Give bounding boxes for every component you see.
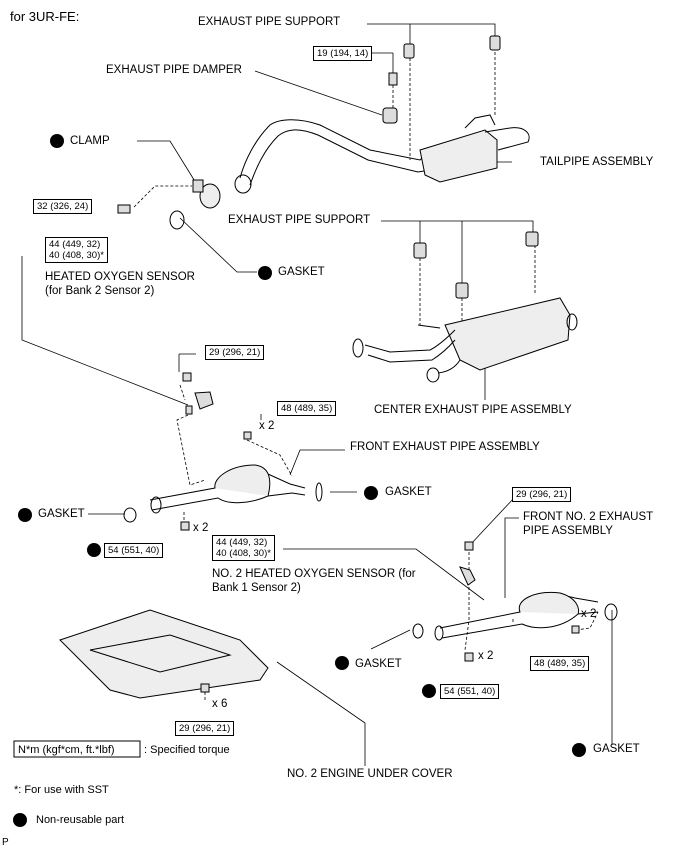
label-exhaust-pipe-support-2: EXHAUST PIPE SUPPORT (228, 214, 371, 226)
engine-label: for 3UR-FE: (10, 9, 80, 24)
label-clamp: CLAMP (70, 135, 110, 147)
multiplier-5: x 6 (212, 698, 228, 710)
label-heated-o2-sensor-1: HEATED OXYGEN SENSOR (45, 271, 195, 283)
label-gasket-upper: GASKET (278, 266, 325, 278)
label-front-no2-1: FRONT NO. 2 EXHAUST (523, 511, 654, 523)
non-reusable-marker (364, 486, 378, 500)
label-no2-o2-sensor-1: NO. 2 HEATED OXYGEN SENSOR (for (212, 568, 416, 580)
torque-32: 32 (326, 24) (33, 199, 93, 214)
torque-44-a-line1: 44 (449, 32) (49, 239, 101, 250)
legend-non-reusable-text: Non-reusable part (36, 814, 125, 826)
multiplier-1: x 2 (259, 420, 275, 432)
non-reusable-marker (422, 684, 436, 698)
label-gasket-mid-left: GASKET (38, 508, 85, 520)
label-no2-o2-sensor-2: Bank 1 Sensor 2) (212, 582, 301, 594)
label-heated-o2-sensor-2: (for Bank 2 Sensor 2) (45, 285, 155, 297)
torque-54-a: 54 (551, 40) (104, 543, 164, 558)
torque-48-b: 48 (489, 35) (530, 656, 590, 671)
label-gasket-lower-right: GASKET (593, 743, 640, 755)
torque-44-a-line2: 40 (408, 30)* (49, 250, 104, 261)
torque-44-b: 44 (449, 32) 40 (408, 30)* (212, 535, 275, 561)
torque-48-a: 48 (489, 35) (277, 401, 337, 416)
label-tailpipe-assembly: TAILPIPE ASSEMBLY (540, 156, 654, 168)
label-gasket-mid-right: GASKET (385, 486, 432, 498)
center-pipe-shape (352, 231, 578, 383)
label-exhaust-pipe-damper: EXHAUST PIPE DAMPER (106, 64, 242, 76)
label-front-exhaust-pipe: FRONT EXHAUST PIPE ASSEMBLY (350, 441, 540, 453)
label-gasket-lower-left: GASKET (355, 658, 402, 670)
legend-non-reusable-dot (13, 813, 27, 827)
legend-unit-desc: : Specified torque (144, 744, 230, 756)
clamp-gasket-shapes (117, 179, 221, 230)
torque-29-a: 29 (296, 21) (205, 345, 265, 360)
legend-sst-note: *: For use with SST (14, 784, 109, 796)
label-center-exhaust-pipe: CENTER EXHAUST PIPE ASSEMBLY (374, 404, 572, 416)
non-reusable-marker (572, 743, 586, 757)
leader-support-top (367, 23, 496, 38)
torque-29-b: 29 (296, 21) (512, 487, 572, 502)
non-reusable-marker (87, 543, 101, 557)
front-pipe-shape (123, 372, 323, 531)
label-front-no2-2: PIPE ASSEMBLY (523, 525, 613, 537)
front-no2-pipe-shape (412, 541, 618, 662)
leader-support-mid (381, 220, 534, 232)
torque-29-c: 29 (296, 21) (175, 721, 235, 736)
multiplier-3: x 2 (581, 608, 597, 620)
non-reusable-marker (50, 134, 64, 148)
tailpipe-assembly-shape (234, 35, 530, 194)
non-reusable-marker (258, 266, 272, 280)
non-reusable-marker (18, 508, 32, 522)
multiplier-4: x 2 (478, 650, 494, 662)
non-reusable-marker (335, 656, 349, 670)
torque-19: 19 (194, 14) (313, 46, 373, 61)
label-exhaust-pipe-support-1: EXHAUST PIPE SUPPORT (198, 16, 341, 28)
legend-unit-box: N*m (kgf*cm, ft.*lbf) (18, 744, 115, 756)
under-cover-shape (59, 609, 269, 699)
multiplier-2: x 2 (193, 522, 209, 534)
torque-54-b: 54 (551, 40) (440, 684, 500, 699)
label-no2-engine-under-cover: NO. 2 ENGINE UNDER COVER (287, 768, 453, 780)
torque-44-b-line2: 40 (408, 30)* (216, 548, 271, 559)
torque-44-a: 44 (449, 32) 40 (408, 30)* (45, 237, 108, 263)
figure-code: P (2, 837, 9, 848)
torque-44-b-line1: 44 (449, 32) (216, 537, 268, 548)
